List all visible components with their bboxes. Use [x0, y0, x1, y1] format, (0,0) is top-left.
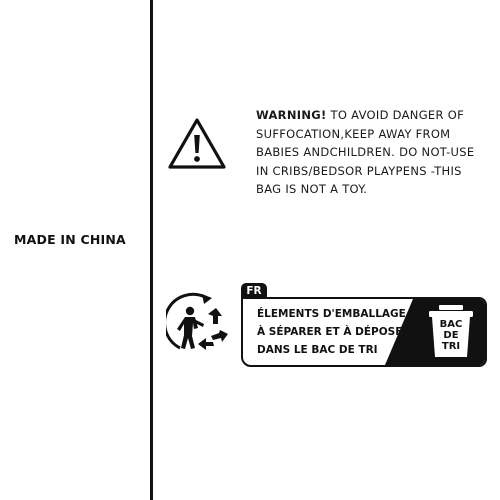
warning-line-4: IN CRIBS/BEDSOR PLAYPENS -THIS — [256, 163, 462, 178]
vertical-divider — [150, 0, 153, 500]
language-tab: FR — [241, 283, 267, 300]
warning-triangle-icon — [168, 118, 226, 169]
bin-label: BAC DE TRI — [434, 319, 468, 352]
warning-line-5: BAG IS NOT A TOY. — [256, 182, 368, 196]
bin-label-line-1: BAC — [439, 319, 463, 330]
warning-line-2: SUFFOCATION,KEEP AWAY FROM — [256, 126, 451, 141]
bin-label-line-2: DE — [443, 330, 459, 341]
sorting-line-1: ÉLEMENTS D'EMBALLAGE — [257, 308, 406, 320]
bin-label-line-3: TRI — [441, 341, 461, 352]
made-in-label: MADE IN CHINA — [14, 232, 126, 247]
sorting-instructions: ÉLEMENTS D'EMBALLAGE À SÉPARER ET À DÉPO… — [257, 305, 410, 359]
warning-line-1: WARNING! TO AVOID DANGER OF — [256, 108, 464, 122]
triman-icon — [166, 292, 228, 350]
sorting-bin-icon — [429, 305, 473, 357]
warning-line-3: BABIES ANDCHILDREN. DO NOT-USE — [256, 145, 475, 159]
sorting-line-2: À SÉPARER ET À DÉPOSER — [257, 326, 411, 338]
warning-text: WARNING! TO AVOID DANGER OF SUFFOCATION,… — [256, 106, 496, 199]
warning-heading: WARNING! — [256, 108, 327, 122]
sorting-line-3: DANS LE BAC DE TRI — [257, 344, 378, 356]
